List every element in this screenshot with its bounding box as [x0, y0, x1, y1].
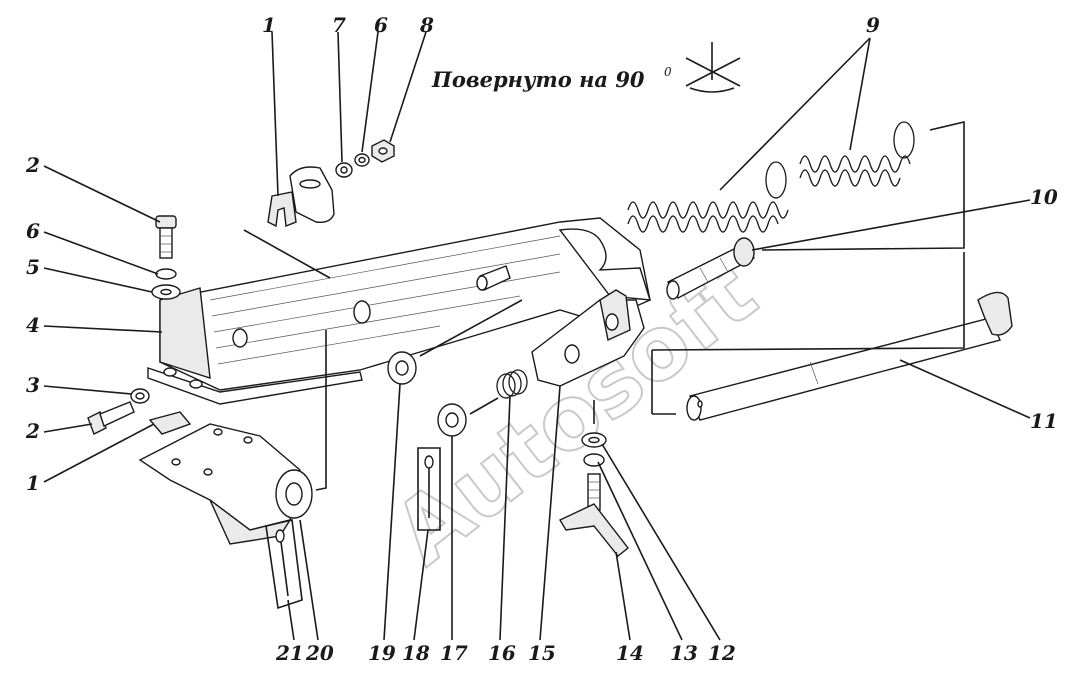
washer-5-part [151, 284, 181, 300]
callout-18: 18 [402, 641, 430, 665]
callout-11: 11 [1030, 409, 1058, 433]
callout-4: 4 [26, 313, 40, 337]
callout-19: 19 [368, 641, 396, 665]
leader-lines [43, 31, 1031, 641]
washer-7-part [335, 162, 353, 178]
washer-6-left-part [155, 268, 177, 280]
washer-20-part [275, 469, 313, 519]
spring-large-part [627, 161, 789, 233]
washer-13-part [583, 453, 605, 467]
washer-17-part [437, 403, 467, 437]
bolt-2-top-part [155, 215, 177, 259]
callout-1-top: 1 [262, 13, 276, 37]
rotation-note-degree: 0 [664, 65, 672, 79]
callout-8: 8 [419, 13, 434, 37]
washer-12-part [581, 432, 607, 448]
washer-3-part [130, 388, 150, 404]
callout-6-left: 6 [26, 219, 40, 243]
shim-top-part [267, 191, 297, 228]
slotted-plate-part [289, 166, 335, 224]
callout-20: 20 [305, 641, 334, 665]
callout-6-top: 6 [374, 13, 388, 37]
ratchet-lever-part [531, 289, 645, 387]
callout-2-bottom: 2 [25, 419, 40, 443]
callout-labels: 1 7 6 8 9 10 11 2 6 5 4 3 2 1 21 20 19 1… [25, 13, 1058, 665]
bolt-2-bottom-part [87, 401, 135, 435]
cotter-pin-18-part [417, 447, 441, 531]
torsion-spring-part [469, 369, 528, 415]
callout-1-bottom: 1 [26, 471, 40, 495]
spring-guide-part [666, 237, 756, 300]
callout-12: 12 [708, 641, 736, 665]
pin-part [476, 265, 511, 291]
shim-bottom-part [148, 411, 192, 435]
callout-16: 16 [488, 641, 516, 665]
nut-8-part [371, 139, 395, 163]
callout-10: 10 [1030, 185, 1058, 209]
callout-5: 5 [26, 255, 40, 279]
callout-9: 9 [866, 13, 880, 37]
assembly-path-lines [243, 120, 965, 491]
rotation-note: Повернуто на 90 0 [431, 42, 741, 93]
callout-14: 14 [616, 641, 644, 665]
callout-7: 7 [332, 13, 346, 37]
callout-3: 3 [26, 373, 40, 397]
callout-15: 15 [528, 641, 556, 665]
wing-bolt-part [559, 473, 629, 557]
washer-19-part [387, 351, 417, 385]
callout-21: 21 [275, 641, 304, 665]
rotation-note-text: Повернуто на 90 [431, 67, 645, 92]
rotation-symbol-icon [685, 42, 741, 93]
mounting-bracket-part [138, 423, 301, 545]
callout-17: 17 [440, 641, 468, 665]
cotter-pin-21-part [265, 519, 303, 610]
spring-small-part [799, 121, 915, 187]
callout-13: 13 [670, 641, 698, 665]
washer-6-top-part [354, 153, 370, 167]
main-beam-part [147, 217, 651, 405]
callout-2-top: 2 [25, 153, 40, 177]
handle-bar-part [686, 291, 1013, 421]
